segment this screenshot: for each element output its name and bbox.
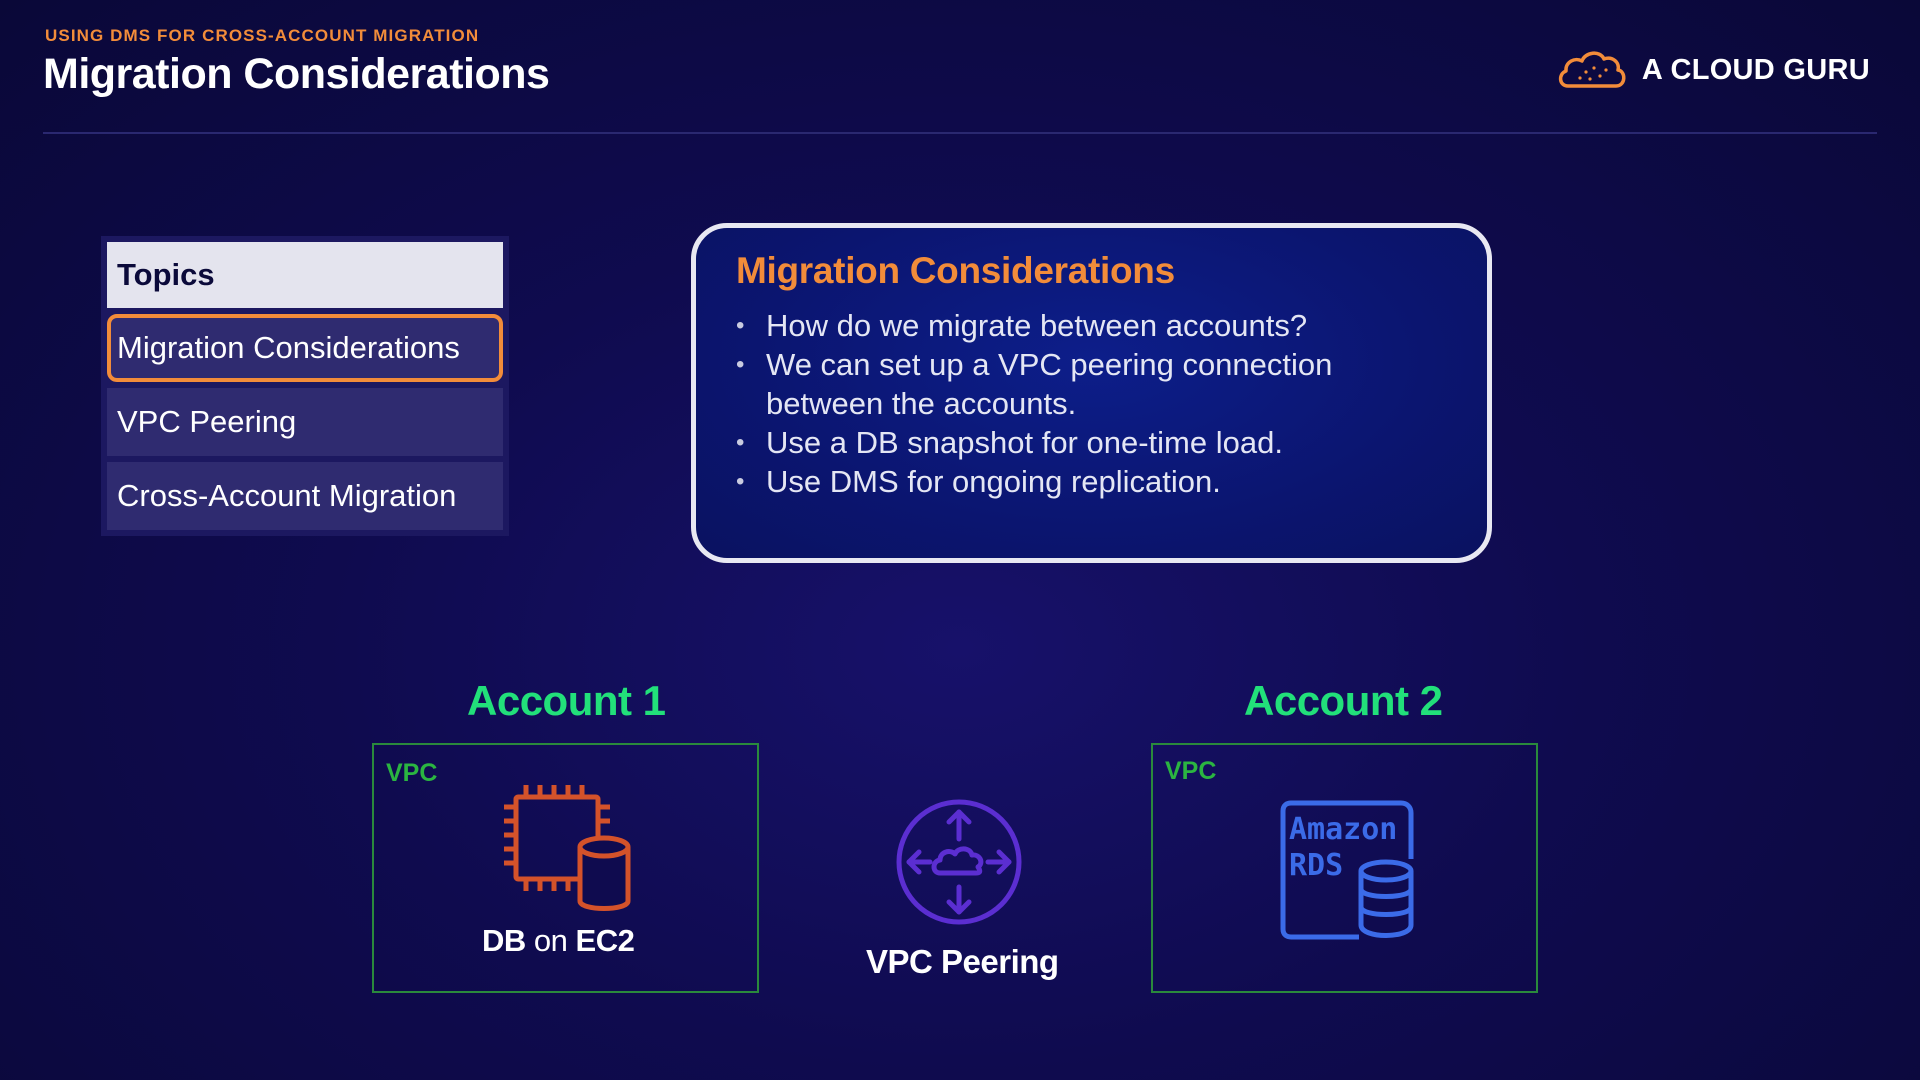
callout-bullet: We can set up a VPC peering connection b…	[736, 345, 1447, 423]
header-divider	[43, 132, 1877, 134]
callout-title: Migration Considerations	[736, 250, 1175, 291]
brand-name: A CLOUD GURU	[1641, 54, 1870, 86]
amazon-rds-icon: Amazon RDS	[1275, 799, 1421, 948]
vpc-peering-label: VPC Peering	[866, 943, 1059, 980]
on-text: on	[533, 923, 568, 958]
callout-box: Migration Considerations How do we migra…	[691, 223, 1492, 563]
rds-icon-text-amazon: Amazon	[1289, 812, 1397, 847]
topic-item-migration-considerations[interactable]: Migration Considerations	[107, 314, 503, 382]
ec2-database-icon	[494, 777, 642, 920]
topics-panel: Topics Migration Considerations VPC Peer…	[101, 236, 509, 536]
topics-header: Topics	[107, 242, 503, 308]
account-2-vpc-tag: VPC	[1165, 757, 1217, 785]
section-kicker: USING DMS FOR CROSS-ACCOUNT MIGRATION	[45, 26, 480, 45]
page-title: Migration Considerations	[43, 50, 550, 98]
rds-icon-text-rds: RDS	[1289, 848, 1343, 883]
callout-bullet: How do we migrate between accounts?	[736, 306, 1447, 345]
account-1-label: Account 1	[467, 677, 666, 724]
account-2-label: Account 2	[1244, 677, 1443, 724]
callout-bullet: Use a DB snapshot for one-time load.	[736, 423, 1447, 462]
account-2-vpc-box: VPC Amazon RDS	[1151, 743, 1538, 993]
vpc-peering-icon	[894, 797, 1024, 932]
callout-bullet-list: How do we migrate between accounts? We c…	[736, 306, 1447, 501]
account-1-service-caption: DB on EC2	[482, 923, 635, 959]
db-text: DB	[482, 923, 526, 958]
topic-item-vpc-peering[interactable]: VPC Peering	[107, 388, 503, 456]
callout-bullet: Use DMS for ongoing replication.	[736, 462, 1447, 501]
account-1-vpc-tag: VPC	[386, 759, 438, 787]
topic-item-cross-account-migration[interactable]: Cross-Account Migration	[107, 462, 503, 530]
brand-logo: A CLOUD GURU	[1556, 46, 1870, 95]
account-1-vpc-box: VPC DB	[372, 743, 759, 993]
cloud-logo-icon	[1556, 46, 1628, 95]
ec2-text: EC2	[575, 923, 635, 958]
